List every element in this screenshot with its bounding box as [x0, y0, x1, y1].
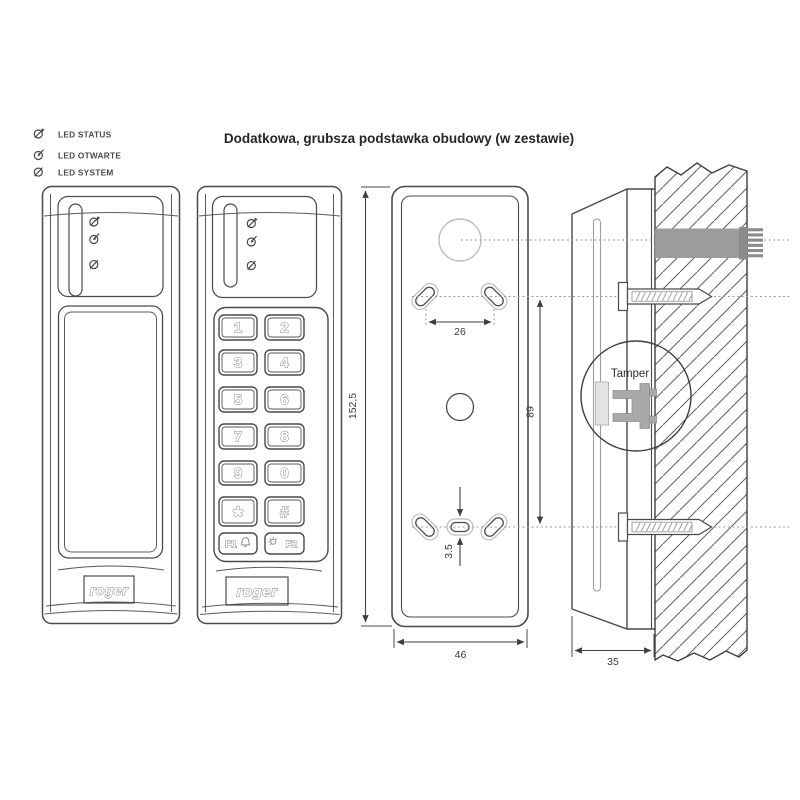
key-label: 9 [234, 465, 242, 482]
key-label: F1 [225, 540, 237, 551]
wall-section-view: Tamper 35 [571, 162, 763, 668]
dim-plate-width: 46 [393, 629, 528, 661]
legend-label-status: LED STATUS [58, 130, 112, 140]
screw-icon-top [617, 281, 713, 312]
led-open-icon [33, 149, 45, 161]
key-label: 6 [280, 392, 288, 409]
dim-top-holes-spacing: 26 [425, 309, 495, 338]
tamper-switch [595, 381, 657, 429]
reader-casing [196, 185, 343, 625]
casing-seams [198, 194, 341, 615]
key-8: 8 [264, 423, 305, 450]
keypad: 1 2 3 4 5 6 7 [218, 314, 305, 555]
logo-band-seam [57, 565, 165, 571]
led-status-icon [89, 215, 101, 227]
led-legend: LED STATUS LED OTWARTE LED SYSTEM [33, 127, 121, 178]
led-panel [211, 195, 318, 299]
led-system-icon [33, 167, 43, 177]
key-3: 3 [218, 349, 258, 376]
dim-label: 26 [454, 326, 466, 338]
light-icon [268, 537, 278, 546]
dim-plate-height: 152,5 [347, 186, 392, 627]
dim-label: 3.5 [443, 544, 455, 559]
key-1: 1 [218, 314, 258, 341]
dim-housing-depth: 35 [571, 616, 655, 668]
screw-slot-top-left [411, 282, 439, 311]
led-system-icon [89, 259, 99, 270]
led-status-icon [246, 217, 259, 229]
center-hole [445, 392, 475, 422]
dim-holes-vertical-spacing: 89 [525, 299, 544, 524]
key-label: 1 [234, 320, 242, 337]
led-system-icon [246, 260, 256, 271]
card-slot [223, 203, 238, 288]
construction-lines [412, 239, 791, 528]
key-hash: # [264, 496, 305, 527]
brand-logo: roger [90, 582, 129, 598]
card-slot [68, 203, 83, 297]
reader-casing [41, 185, 181, 625]
tamper-label: Tamper [611, 368, 650, 380]
keypad-panel [213, 306, 329, 563]
page-title: Dodatkowa, grubsza podstawka obudowy (w … [224, 131, 574, 146]
wall-hatching [654, 162, 748, 662]
key-label: * [233, 501, 244, 531]
dim-label: 35 [607, 656, 619, 668]
key-label: F2 [286, 540, 298, 551]
led-open-icon [246, 235, 258, 247]
plate-inner-outline [400, 195, 520, 618]
key-5: 5 [218, 386, 258, 413]
led-open-icon [89, 233, 100, 245]
front-view-reader: roger [41, 185, 181, 625]
dim-label: 46 [455, 649, 467, 661]
mounting-plate-view: 26 152,5 46 89 3.5 [347, 185, 544, 661]
screw-icon-bottom [617, 512, 713, 542]
key-0: 0 [264, 460, 305, 486]
front-view-keypad-reader: 1 2 3 4 5 6 7 [196, 185, 343, 625]
logo-band-seam [215, 566, 323, 572]
tamper-detail-circle [580, 340, 692, 452]
plate-outline [391, 185, 529, 628]
key-7: 7 [218, 423, 258, 450]
key-4: 4 [264, 349, 305, 376]
key-label: 0 [280, 465, 288, 482]
key-label: 7 [234, 429, 242, 446]
key-f1-bell: F1 [218, 532, 258, 555]
key-label: # [280, 505, 289, 522]
dim-label: 152,5 [347, 393, 359, 419]
screw-slot-top-right [480, 282, 508, 311]
key-label: 4 [280, 355, 289, 372]
led-status-icon [33, 127, 46, 139]
key-9: 9 [218, 460, 258, 486]
screw-slot-bottom-right [480, 513, 508, 541]
bell-icon [240, 537, 251, 548]
key-2: 2 [264, 314, 305, 341]
key-6: 6 [264, 386, 305, 413]
brand-logo: roger [237, 584, 279, 601]
logo-plate [83, 575, 135, 604]
key-star: * [218, 496, 258, 532]
key-f2-light: F2 [264, 532, 305, 555]
key-label: 8 [280, 429, 288, 446]
cable-icon [655, 227, 763, 260]
dim-label: 89 [525, 406, 537, 418]
front-panel-inner [64, 311, 157, 553]
led-panel [57, 195, 164, 298]
legend-label-system: LED SYSTEM [58, 168, 114, 178]
screw-slot-bottom-left [411, 513, 439, 541]
dim-slot-height: 3.5 [443, 487, 464, 566]
legend-label-open: LED OTWARTE [58, 151, 121, 161]
key-label: 3 [234, 355, 242, 372]
key-label: 2 [280, 320, 288, 337]
key-label: 5 [234, 392, 242, 409]
cable-hole [438, 218, 482, 262]
logo-plate [225, 576, 289, 606]
front-panel [57, 305, 164, 559]
housing-side-profile [571, 188, 655, 630]
